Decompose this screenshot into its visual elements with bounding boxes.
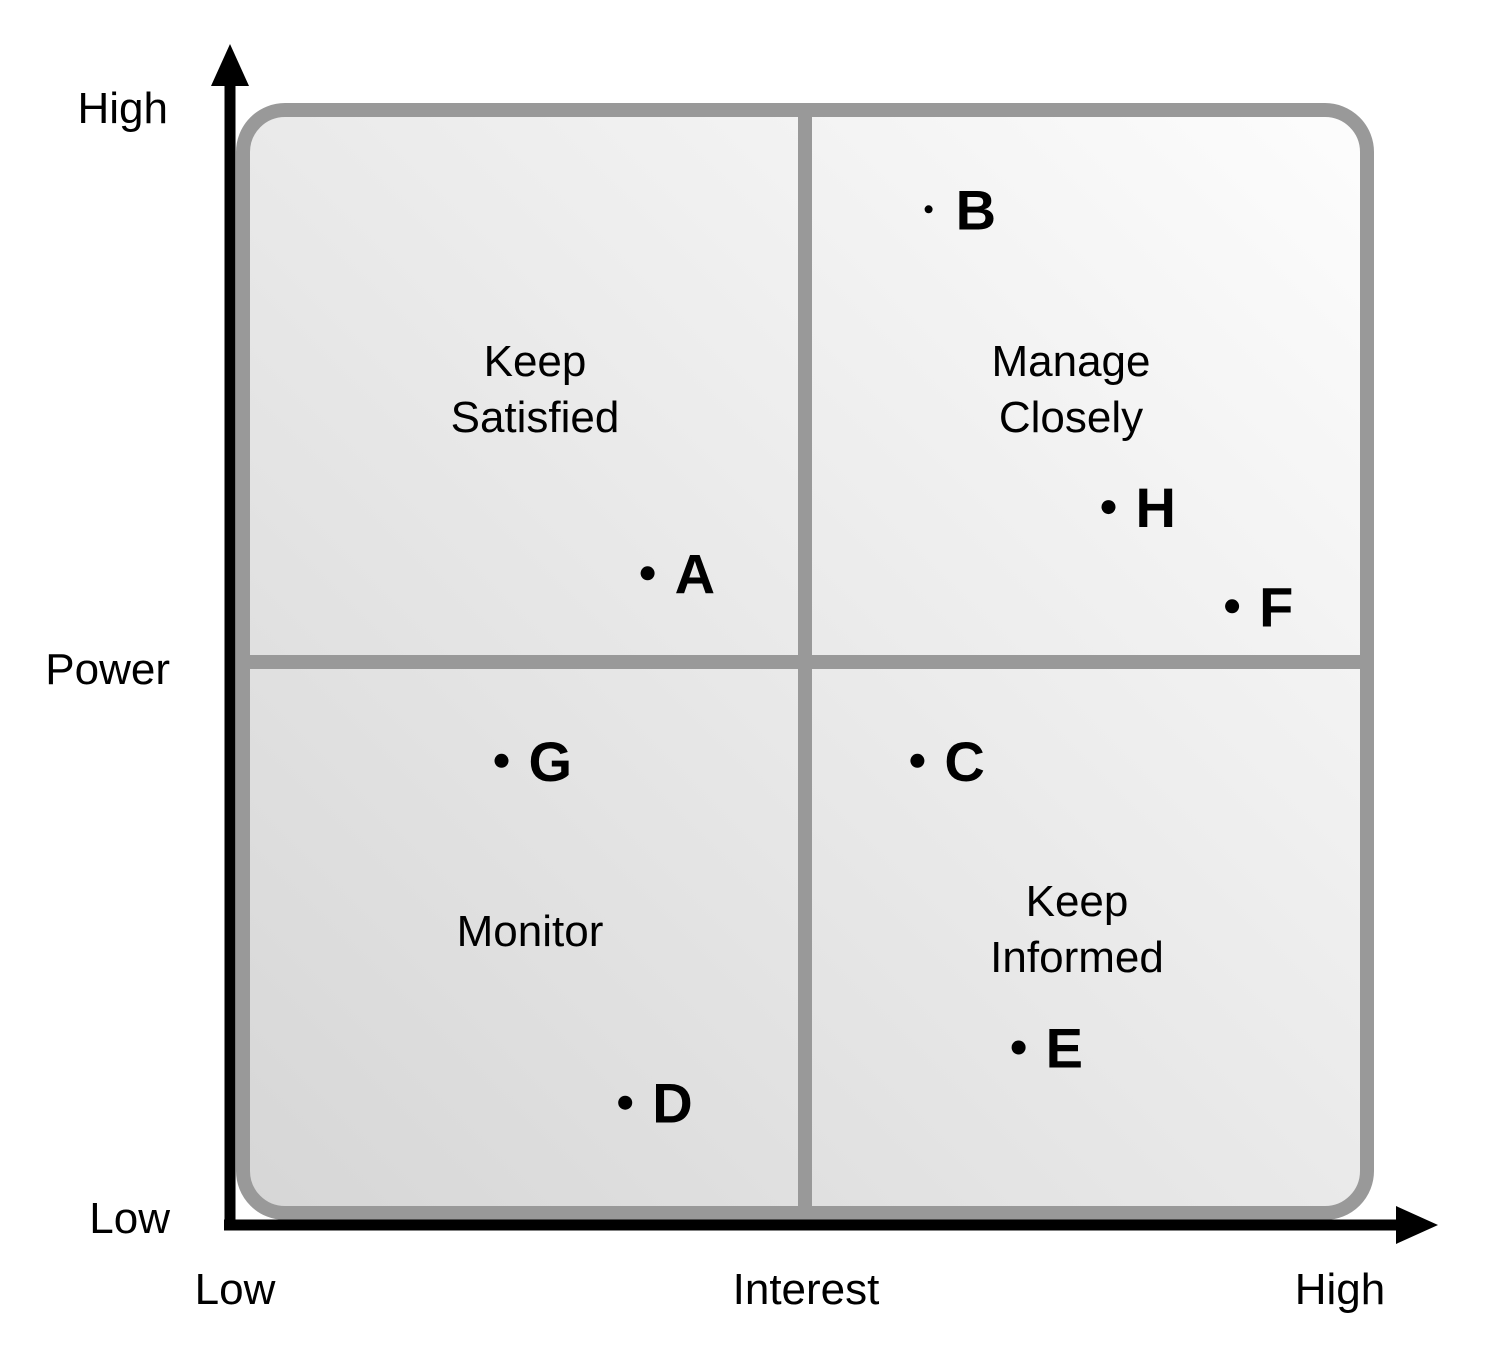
stakeholder-label-a: A (675, 542, 715, 605)
quadrant-keep-informed-line2: Informed (990, 933, 1164, 982)
y-axis-arrow (211, 44, 249, 86)
quadrant-keep-satisfied-line2: Satisfied (451, 393, 620, 442)
x-axis-high-label: High (1295, 1265, 1386, 1314)
stakeholder-dot-f (1225, 599, 1240, 614)
x-axis-low-label: Low (195, 1265, 276, 1314)
quadrant-manage-closely-line2: Closely (999, 393, 1143, 442)
stakeholder-label-e: E (1046, 1017, 1083, 1080)
stakeholder-label-d: D (652, 1072, 692, 1135)
stakeholder-label-c: C (944, 730, 984, 793)
stakeholder-dot-a (640, 566, 655, 581)
stakeholder-dot-d (618, 1095, 633, 1110)
stakeholder-label-g: G (529, 730, 573, 793)
stakeholder-label-h: H (1136, 476, 1176, 539)
stakeholder-dot-b (924, 205, 933, 214)
x-axis-arrow (1396, 1206, 1438, 1244)
quadrant-manage-closely-line1: Manage (991, 337, 1150, 386)
y-axis-high-label: High (78, 84, 169, 133)
stakeholder-label-b: B (956, 178, 996, 241)
stakeholder-dot-h (1101, 500, 1116, 515)
x-axis-title: Interest (733, 1265, 880, 1314)
stakeholder-points: A B C D E F G H (494, 178, 1293, 1135)
quadrant-keep-satisfied-line1: Keep (484, 337, 587, 386)
stakeholder-dot-c (910, 753, 925, 768)
stakeholder-dot-e (1011, 1040, 1026, 1055)
y-axis-title: Power (45, 645, 170, 694)
quadrant-keep-informed-line1: Keep (1026, 877, 1129, 926)
stakeholder-label-f: F (1259, 575, 1293, 638)
quadrant-monitor: Monitor (457, 907, 604, 956)
stakeholder-dot-g (494, 753, 509, 768)
y-axis-low-label: Low (89, 1194, 170, 1243)
